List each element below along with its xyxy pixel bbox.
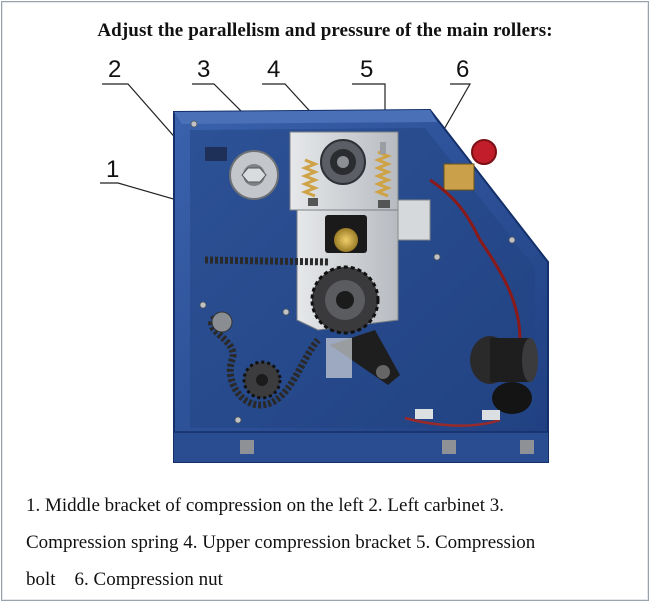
compression-spring-left <box>300 158 320 198</box>
emergency-stop-button <box>471 139 497 165</box>
caption-line-1: 1. Middle bracket of compression on the … <box>26 495 505 516</box>
callout-5: 5 <box>360 56 374 83</box>
caption-line-3: bolt 6. Compression nut <box>26 569 223 590</box>
callout-1: 1 <box>106 156 120 183</box>
machine-photo <box>100 83 549 463</box>
chain <box>204 256 331 409</box>
page-title: Adjust the parallelism and pressure of t… <box>97 20 553 41</box>
callout-6: 6 <box>456 56 470 83</box>
callout-2: 2 <box>108 56 122 83</box>
callout-4: 4 <box>267 56 281 83</box>
compression-spring-right <box>373 150 393 198</box>
caption-line-2: Compression spring 4. Upper compression … <box>26 532 536 553</box>
callout-3: 3 <box>197 56 211 83</box>
figure-caption: 1. Middle bracket of compression on the … <box>26 487 634 598</box>
